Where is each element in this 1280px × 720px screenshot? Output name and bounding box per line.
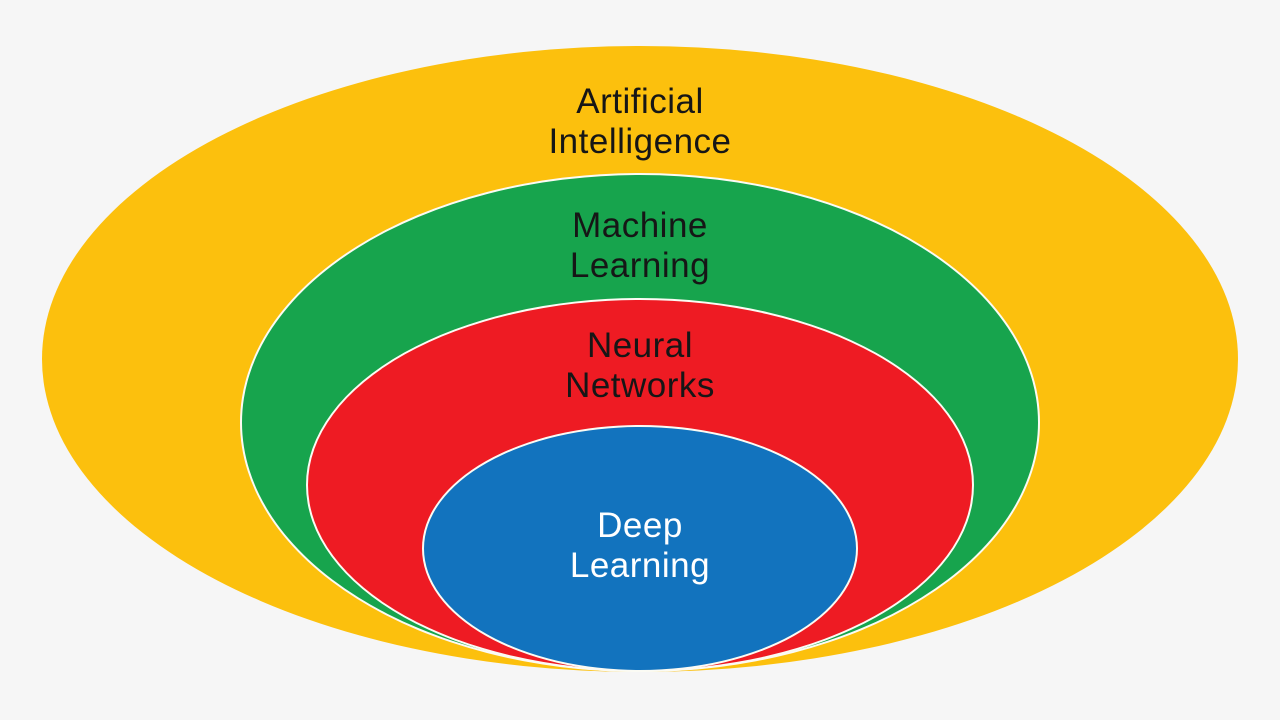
machine-learning-label-line1: Machine (572, 206, 708, 245)
neural-networks-label-line1: Neural (586, 326, 694, 365)
neural-networks-label-line2: Networks (565, 366, 715, 405)
artificial-intelligence-label-line1: Artificial (576, 82, 704, 121)
artificial-intelligence-label: Artificial Intelligence (0, 82, 1280, 162)
deep-learning-ellipse (422, 425, 858, 672)
machine-learning-label-line2: Learning (569, 246, 711, 285)
deep-learning-label-line1: Deep (597, 506, 683, 545)
deep-learning-label-line2: Learning (569, 546, 711, 585)
neural-networks-label: Neural Networks (0, 326, 1280, 406)
machine-learning-label: Machine Learning (0, 206, 1280, 286)
artificial-intelligence-label-line2: Intelligence (548, 122, 732, 161)
deep-learning-label: Deep Learning (0, 506, 1280, 586)
